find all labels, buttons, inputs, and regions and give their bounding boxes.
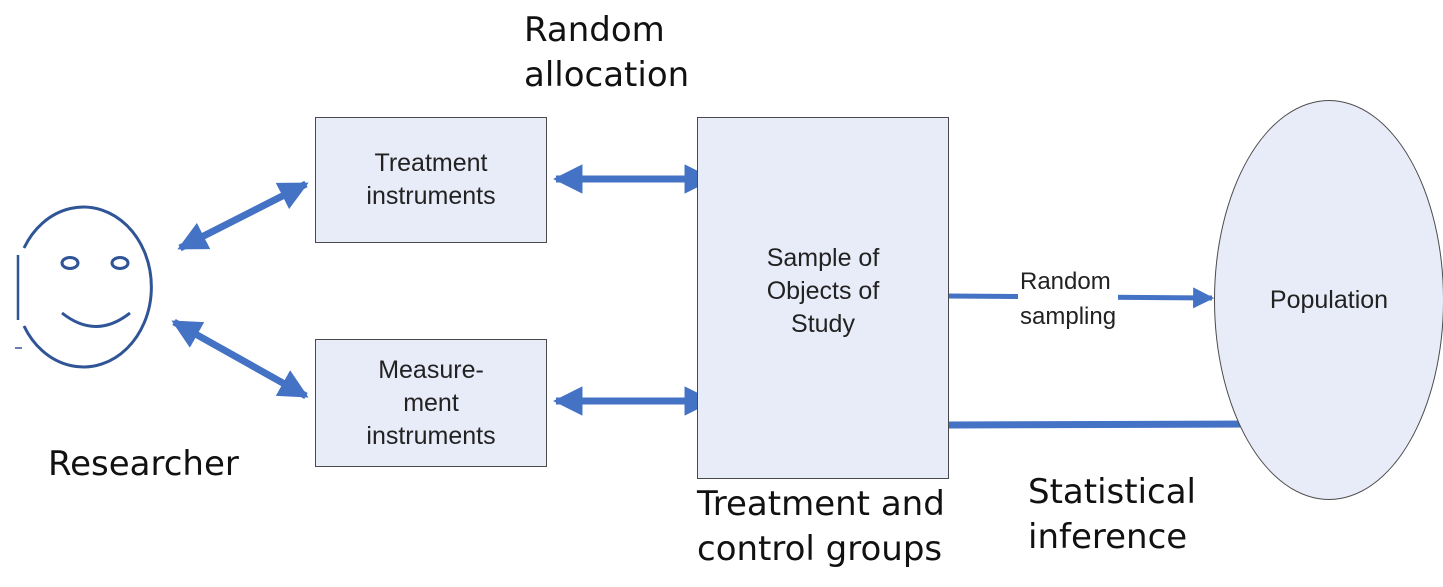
treatment-instruments-label: Treatment instruments xyxy=(366,149,496,210)
smiley-face-icon xyxy=(16,205,153,369)
sample-box: Sample of Objects of Study xyxy=(697,117,949,479)
sample-label: Sample of Objects of Study xyxy=(766,244,880,338)
researcher-treatment-arrow xyxy=(177,180,309,252)
population-label: Population xyxy=(1269,285,1389,314)
treatment-instruments-box: Treatment instruments xyxy=(315,117,547,243)
population-ellipse: Population xyxy=(1214,100,1443,500)
statistical-inference-line xyxy=(948,420,1259,429)
statistical-inference-label: Statistical inference xyxy=(1028,472,1196,557)
measurement-instruments-label: Measure- ment instruments xyxy=(366,355,496,450)
measurement-instruments-box: Measure- ment instruments xyxy=(315,339,547,467)
treatment-control-groups-label: Treatment and control groups xyxy=(697,484,945,569)
random-allocation-label: Random allocation xyxy=(524,10,690,95)
researcher-label: Researcher xyxy=(48,444,239,484)
random-sampling-label: Random sampling xyxy=(1018,265,1119,335)
researcher-measurement-arrow xyxy=(171,318,309,400)
